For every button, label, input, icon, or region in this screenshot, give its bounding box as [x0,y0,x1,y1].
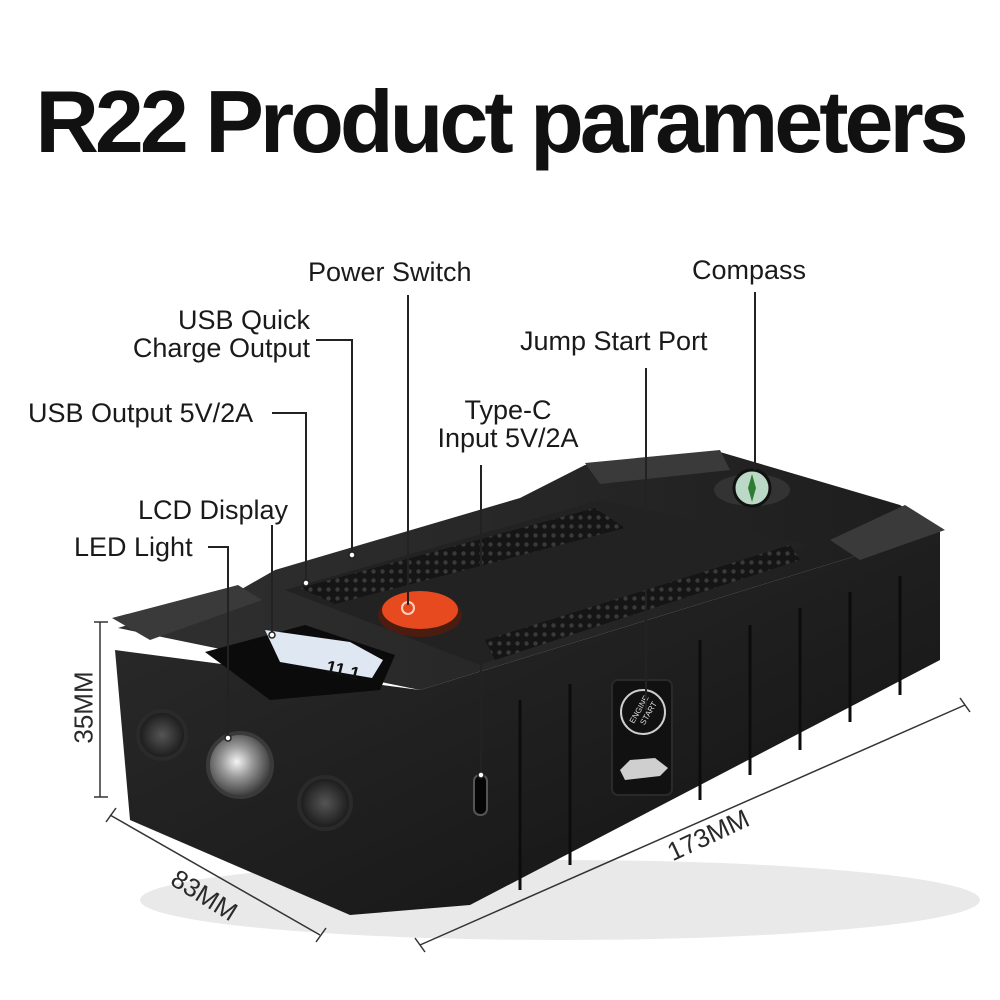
side-ribs [518,576,902,890]
power-button [382,591,458,629]
lens-right [297,775,353,831]
dimension-height: 35MM [68,671,99,744]
lens-left [136,709,188,761]
compass-needle [748,474,756,502]
grille-right [485,545,800,660]
label-lcd-display: LCD Display [138,495,289,525]
type-c-port [473,774,488,816]
bumper-right [830,505,945,560]
label-power-switch: Power Switch [308,257,472,287]
label-jump-start-port: Jump Start Port [520,326,708,356]
bumper-front-left [112,585,262,640]
callout-dots [224,551,485,779]
label-usb-output: USB Output 5V/2A [28,398,254,428]
page-title: R22 Product parameters [35,72,968,171]
car-icon [620,758,668,780]
label-usb-quick-charge: USB Quick Charge Output [132,305,310,364]
label-led-light: LED Light [74,532,193,562]
grille-left [300,508,625,604]
bumper-back-right [585,450,730,484]
lcd-screen [265,630,383,678]
callout-lines [208,292,756,775]
label-type-c-input: Type-C Input 5V/2A [437,395,579,454]
engine-start-badge [620,689,666,735]
label-compass: Compass [692,255,807,285]
led-main [206,731,274,799]
dimension-lines [94,621,971,953]
